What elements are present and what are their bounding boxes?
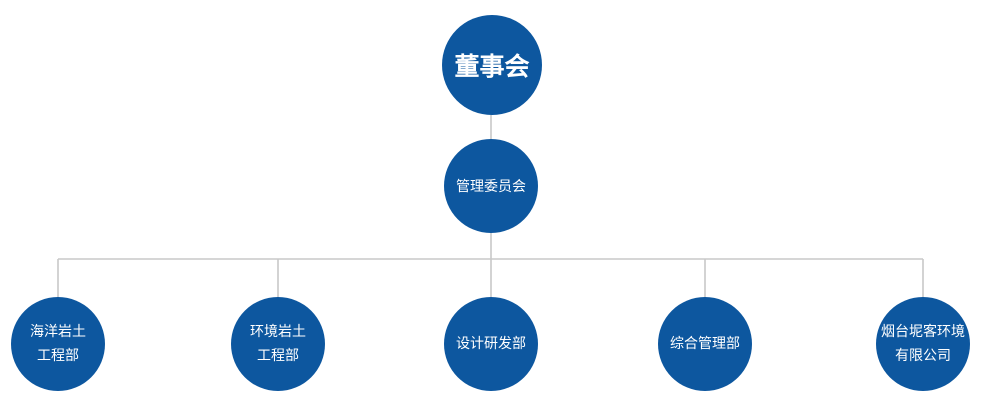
board-of-directors-node: 董事会 (442, 15, 542, 115)
environmental-geotechnical-label-line-1: 环境岩土 (250, 324, 306, 340)
marine-geotechnical-department-node: 海洋岩土 工程部 (11, 297, 105, 391)
yantai-subsidiary-label-line-2: 有限公司 (895, 348, 951, 364)
general-management-department-node: 综合管理部 (658, 297, 752, 391)
environmental-geotechnical-department-node: 环境岩土 工程部 (231, 297, 325, 391)
environmental-geotechnical-label-line-2: 工程部 (257, 348, 299, 364)
yantai-subsidiary-node: 烟台坭客环境 有限公司 (876, 297, 970, 391)
marine-geotechnical-label-line-1: 海洋岩土 (30, 324, 86, 340)
general-management-label: 综合管理部 (670, 336, 740, 352)
marine-geotechnical-label-line-2: 工程部 (37, 348, 79, 364)
design-rd-department-node: 设计研发部 (444, 297, 538, 391)
management-committee-label: 管理委员会 (456, 179, 526, 195)
management-committee-node: 管理委员会 (444, 139, 538, 233)
design-rd-label: 设计研发部 (456, 336, 526, 352)
board-of-directors-label: 董事会 (454, 52, 530, 81)
yantai-subsidiary-label-line-1: 烟台坭客环境 (881, 324, 965, 340)
